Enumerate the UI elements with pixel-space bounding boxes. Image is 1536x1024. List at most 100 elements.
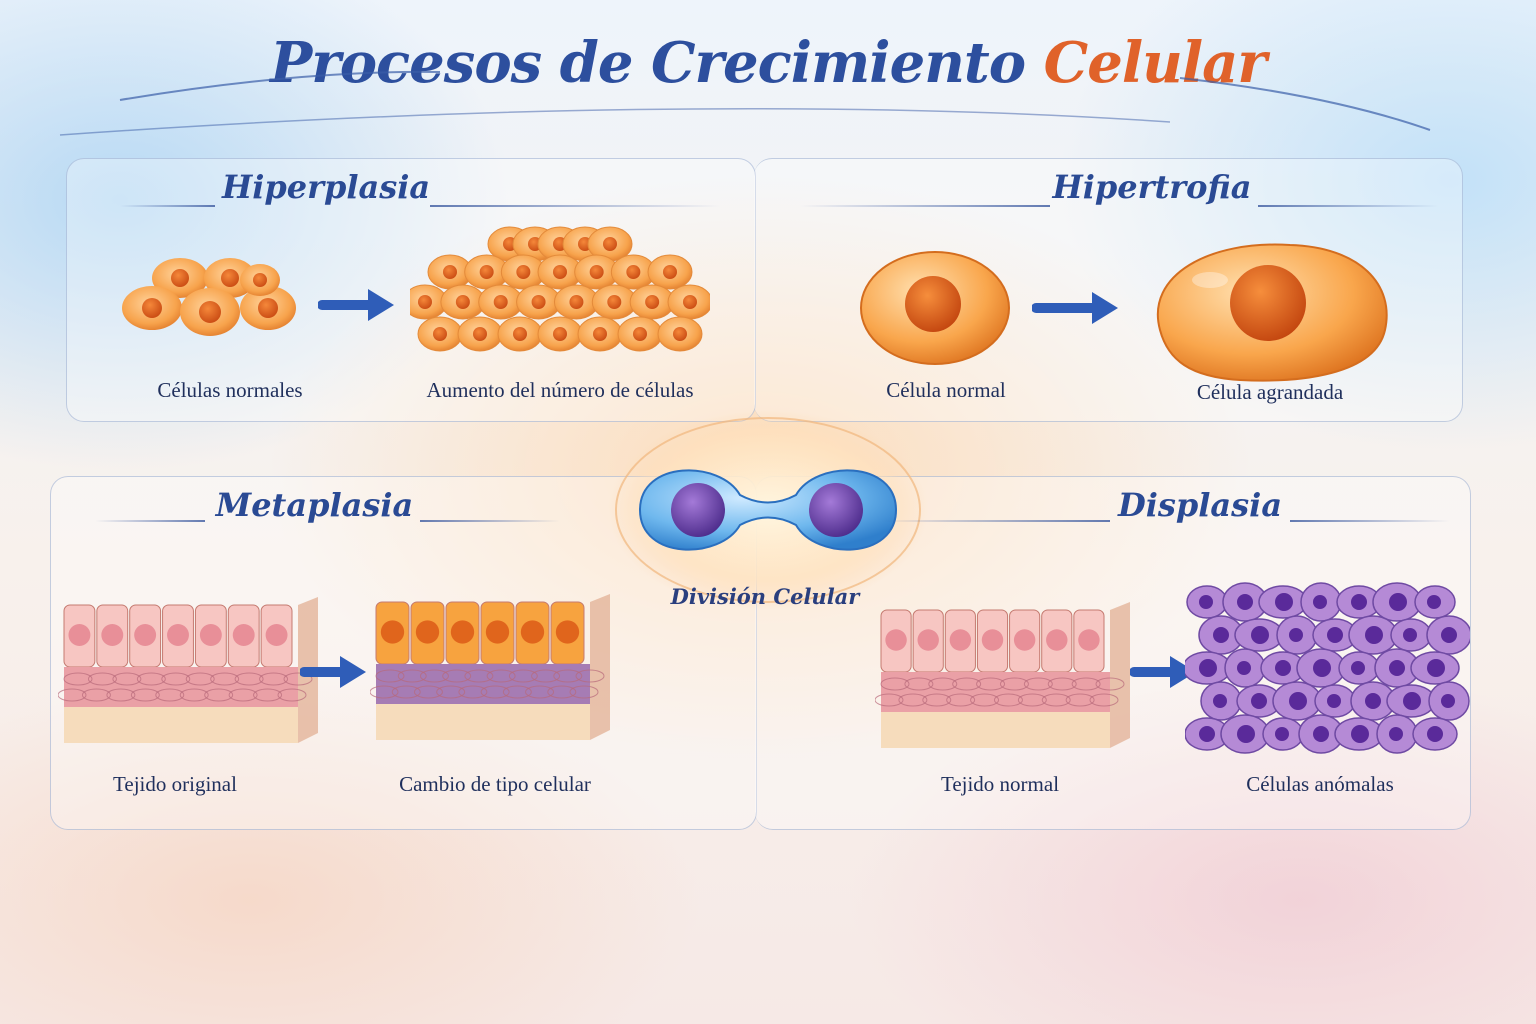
dysplastic-nucleus bbox=[1441, 694, 1455, 708]
metaplasia-title: Metaplasia bbox=[215, 486, 414, 524]
dysplastic-nucleus bbox=[1199, 659, 1217, 677]
orange-nucleus bbox=[553, 265, 567, 279]
hiperplasia-rule-left bbox=[120, 205, 215, 207]
epithelial-nucleus bbox=[485, 620, 510, 644]
orange-nucleus bbox=[589, 265, 604, 279]
dysplastic-nucleus bbox=[1365, 693, 1381, 709]
dysplastic-nucleus bbox=[1365, 626, 1383, 644]
title-swoosh bbox=[59, 70, 1431, 136]
hipertrofia-rule-left bbox=[800, 205, 1050, 207]
metaplasia-rule-right bbox=[420, 520, 560, 522]
dysplastic-nucleus bbox=[1351, 725, 1369, 743]
dysplastic-nucleus bbox=[1351, 661, 1365, 675]
epithelial-nucleus bbox=[199, 624, 222, 646]
hiperplasia-normal-cells bbox=[122, 258, 296, 336]
orange-nucleus bbox=[493, 295, 508, 309]
epithelial-nucleus bbox=[450, 620, 475, 644]
dysplastic-nucleus bbox=[1251, 693, 1267, 709]
epithelial-nucleus bbox=[520, 620, 545, 644]
epithelial-nucleus bbox=[981, 629, 1004, 651]
hipertrofia-arrow bbox=[1032, 292, 1118, 324]
hiperplasia-right-caption: Aumento del número de células bbox=[426, 378, 694, 402]
dysplastic-nucleus bbox=[1403, 692, 1421, 710]
epithelial-nucleus bbox=[68, 624, 91, 646]
hiperplasia-rule-right bbox=[430, 205, 720, 207]
displasia-rule-right bbox=[1290, 520, 1450, 522]
dysplastic-nucleus bbox=[1237, 594, 1253, 610]
epithelial-nucleus bbox=[1013, 629, 1036, 651]
orange-nucleus bbox=[607, 295, 622, 309]
orange-nucleus bbox=[633, 327, 647, 341]
epithelial-nucleus bbox=[415, 620, 440, 644]
dysplastic-nucleus bbox=[1389, 660, 1405, 676]
hiperplasia-increased-cells bbox=[410, 226, 710, 352]
dysplastic-nucleus bbox=[1237, 661, 1251, 675]
cell-division-label: División Celular bbox=[670, 584, 860, 609]
orange-nucleus bbox=[683, 295, 697, 309]
metaplasia-original-tissue bbox=[58, 597, 318, 743]
dysplastic-nucleus bbox=[1313, 595, 1327, 609]
orange-nucleus bbox=[433, 327, 447, 341]
dysplastic-nucleus bbox=[1327, 627, 1343, 643]
dysplastic-nucleus bbox=[1313, 726, 1329, 742]
orange-nucleus bbox=[513, 327, 527, 341]
epithelial-nucleus bbox=[134, 624, 157, 646]
orange-nucleus bbox=[479, 265, 494, 279]
dysplastic-nucleus bbox=[1427, 659, 1445, 677]
displasia-arrow bbox=[1130, 656, 1196, 688]
displasia-rule-left bbox=[880, 520, 1110, 522]
epithelial-nucleus bbox=[380, 620, 405, 644]
dysplastic-nucleus bbox=[1289, 692, 1307, 710]
displasia-left-caption: Tejido normal bbox=[940, 772, 1060, 796]
dysplastic-nucleus bbox=[1427, 726, 1443, 742]
hipertrofia-title: Hipertrofia bbox=[1052, 168, 1252, 206]
epithelial-nucleus bbox=[232, 624, 255, 646]
orange-nucleus bbox=[663, 265, 677, 279]
orange-nucleus bbox=[673, 327, 687, 341]
dysplastic-nucleus bbox=[1237, 725, 1255, 743]
metaplasia-right-caption: Cambio de tipo celular bbox=[399, 772, 591, 796]
hiperplasia-arrow bbox=[318, 289, 394, 321]
page-title: Procesos de Crecimiento Celular bbox=[0, 30, 1536, 96]
displasia-normal-tissue bbox=[875, 602, 1130, 748]
epithelial-nucleus bbox=[917, 629, 939, 651]
orange-nucleus bbox=[645, 295, 660, 309]
dysplastic-nucleus bbox=[1275, 727, 1289, 741]
dysplastic-nucleus bbox=[1213, 627, 1229, 643]
hipertrofia-right-caption: Célula agrandada bbox=[1196, 380, 1344, 404]
hiperplasia-left-caption: Células normales bbox=[157, 378, 303, 402]
metaplasia-arrow bbox=[300, 656, 366, 688]
displasia-right-caption: Células anómalas bbox=[1246, 772, 1394, 796]
dysplastic-nucleus bbox=[1199, 726, 1215, 742]
dysplastic-nucleus bbox=[1441, 627, 1457, 643]
orange-nucleus bbox=[553, 327, 567, 341]
displasia-title: Displasia bbox=[1117, 486, 1283, 524]
orange-nucleus bbox=[569, 295, 584, 309]
epithelial-nucleus bbox=[167, 624, 189, 646]
hipertrofia-normal-cell bbox=[860, 251, 1010, 365]
orange-nucleus bbox=[603, 237, 617, 251]
dysplastic-nucleus bbox=[1289, 628, 1303, 642]
epithelial-nucleus bbox=[265, 624, 288, 646]
orange-nucleus bbox=[626, 265, 641, 279]
orange-nucleus bbox=[455, 295, 470, 309]
hipertrofia-rule-right bbox=[1258, 205, 1438, 207]
epithelial-nucleus bbox=[949, 629, 972, 651]
dysplastic-nucleus bbox=[1199, 595, 1213, 609]
orange-nucleus bbox=[443, 265, 457, 279]
epithelial-nucleus bbox=[555, 620, 580, 644]
dysplastic-nucleus bbox=[1327, 694, 1341, 708]
dysplastic-nucleus bbox=[1313, 659, 1331, 677]
orange-nucleus bbox=[473, 327, 487, 341]
epithelial-nucleus bbox=[1046, 629, 1068, 651]
orange-nucleus bbox=[531, 295, 546, 309]
epithelial-nucleus bbox=[885, 629, 907, 651]
metaplasia-left-caption: Tejido original bbox=[113, 772, 237, 796]
dysplastic-nucleus bbox=[1389, 727, 1403, 741]
epithelial-nucleus bbox=[1078, 629, 1100, 651]
dysplastic-nucleus bbox=[1427, 595, 1441, 609]
dysplastic-nucleus bbox=[1275, 593, 1293, 611]
dysplastic-nucleus bbox=[1251, 626, 1269, 644]
dysplastic-nucleus bbox=[1351, 594, 1367, 610]
dysplastic-nucleus bbox=[1389, 593, 1407, 611]
